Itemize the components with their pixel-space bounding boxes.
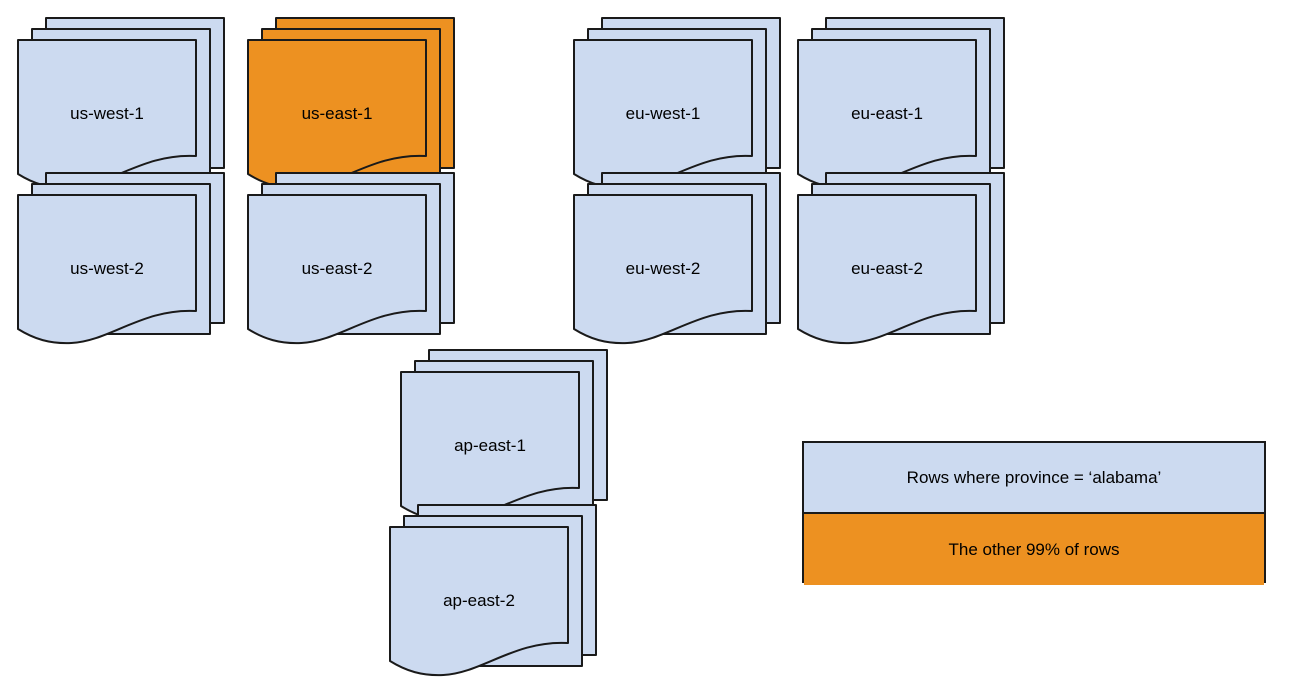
region-stack-shape-eu-west-2 bbox=[573, 172, 781, 345]
region-stack-shape-us-east-2 bbox=[247, 172, 455, 345]
region-stack-us-east-1[interactable]: us-east-1 bbox=[247, 17, 455, 190]
region-stack-shape-ap-east-2 bbox=[389, 504, 597, 677]
region-stack-eu-west-1[interactable]: eu-west-1 bbox=[573, 17, 781, 190]
legend-label-orange: The other 99% of rows bbox=[948, 539, 1120, 559]
region-doc-front-us-east-2 bbox=[247, 194, 427, 345]
legend: Rows where province = ‘alabama’ The other… bbox=[802, 441, 1266, 585]
region-stack-shape-us-east-1 bbox=[247, 17, 455, 190]
legend-row-blue: Rows where province = ‘alabama’ bbox=[804, 443, 1264, 514]
region-doc-front-eu-east-2 bbox=[797, 194, 977, 345]
region-stack-eu-east-1[interactable]: eu-east-1 bbox=[797, 17, 1005, 190]
region-stack-shape-eu-east-2 bbox=[797, 172, 1005, 345]
region-stack-ap-east-1[interactable]: ap-east-1 bbox=[400, 349, 608, 522]
region-doc-front-eu-west-2 bbox=[573, 194, 753, 345]
region-stack-shape-eu-west-1 bbox=[573, 17, 781, 190]
region-stack-eu-east-2[interactable]: eu-east-2 bbox=[797, 172, 1005, 345]
region-stack-us-west-1[interactable]: us-west-1 bbox=[17, 17, 225, 190]
region-stack-shape-eu-east-1 bbox=[797, 17, 1005, 190]
region-stack-shape-us-west-2 bbox=[17, 172, 225, 345]
region-stack-eu-west-2[interactable]: eu-west-2 bbox=[573, 172, 781, 345]
region-doc-front-us-west-2 bbox=[17, 194, 197, 345]
region-stack-us-west-2[interactable]: us-west-2 bbox=[17, 172, 225, 345]
legend-row-orange: The other 99% of rows bbox=[804, 514, 1264, 585]
region-doc-front-ap-east-2 bbox=[389, 526, 569, 677]
region-stack-ap-east-2[interactable]: ap-east-2 bbox=[389, 504, 597, 677]
region-stack-us-east-2[interactable]: us-east-2 bbox=[247, 172, 455, 345]
legend-label-blue: Rows where province = ‘alabama’ bbox=[906, 467, 1162, 487]
region-stack-shape-us-west-1 bbox=[17, 17, 225, 190]
region-stack-shape-ap-east-1 bbox=[400, 349, 608, 522]
